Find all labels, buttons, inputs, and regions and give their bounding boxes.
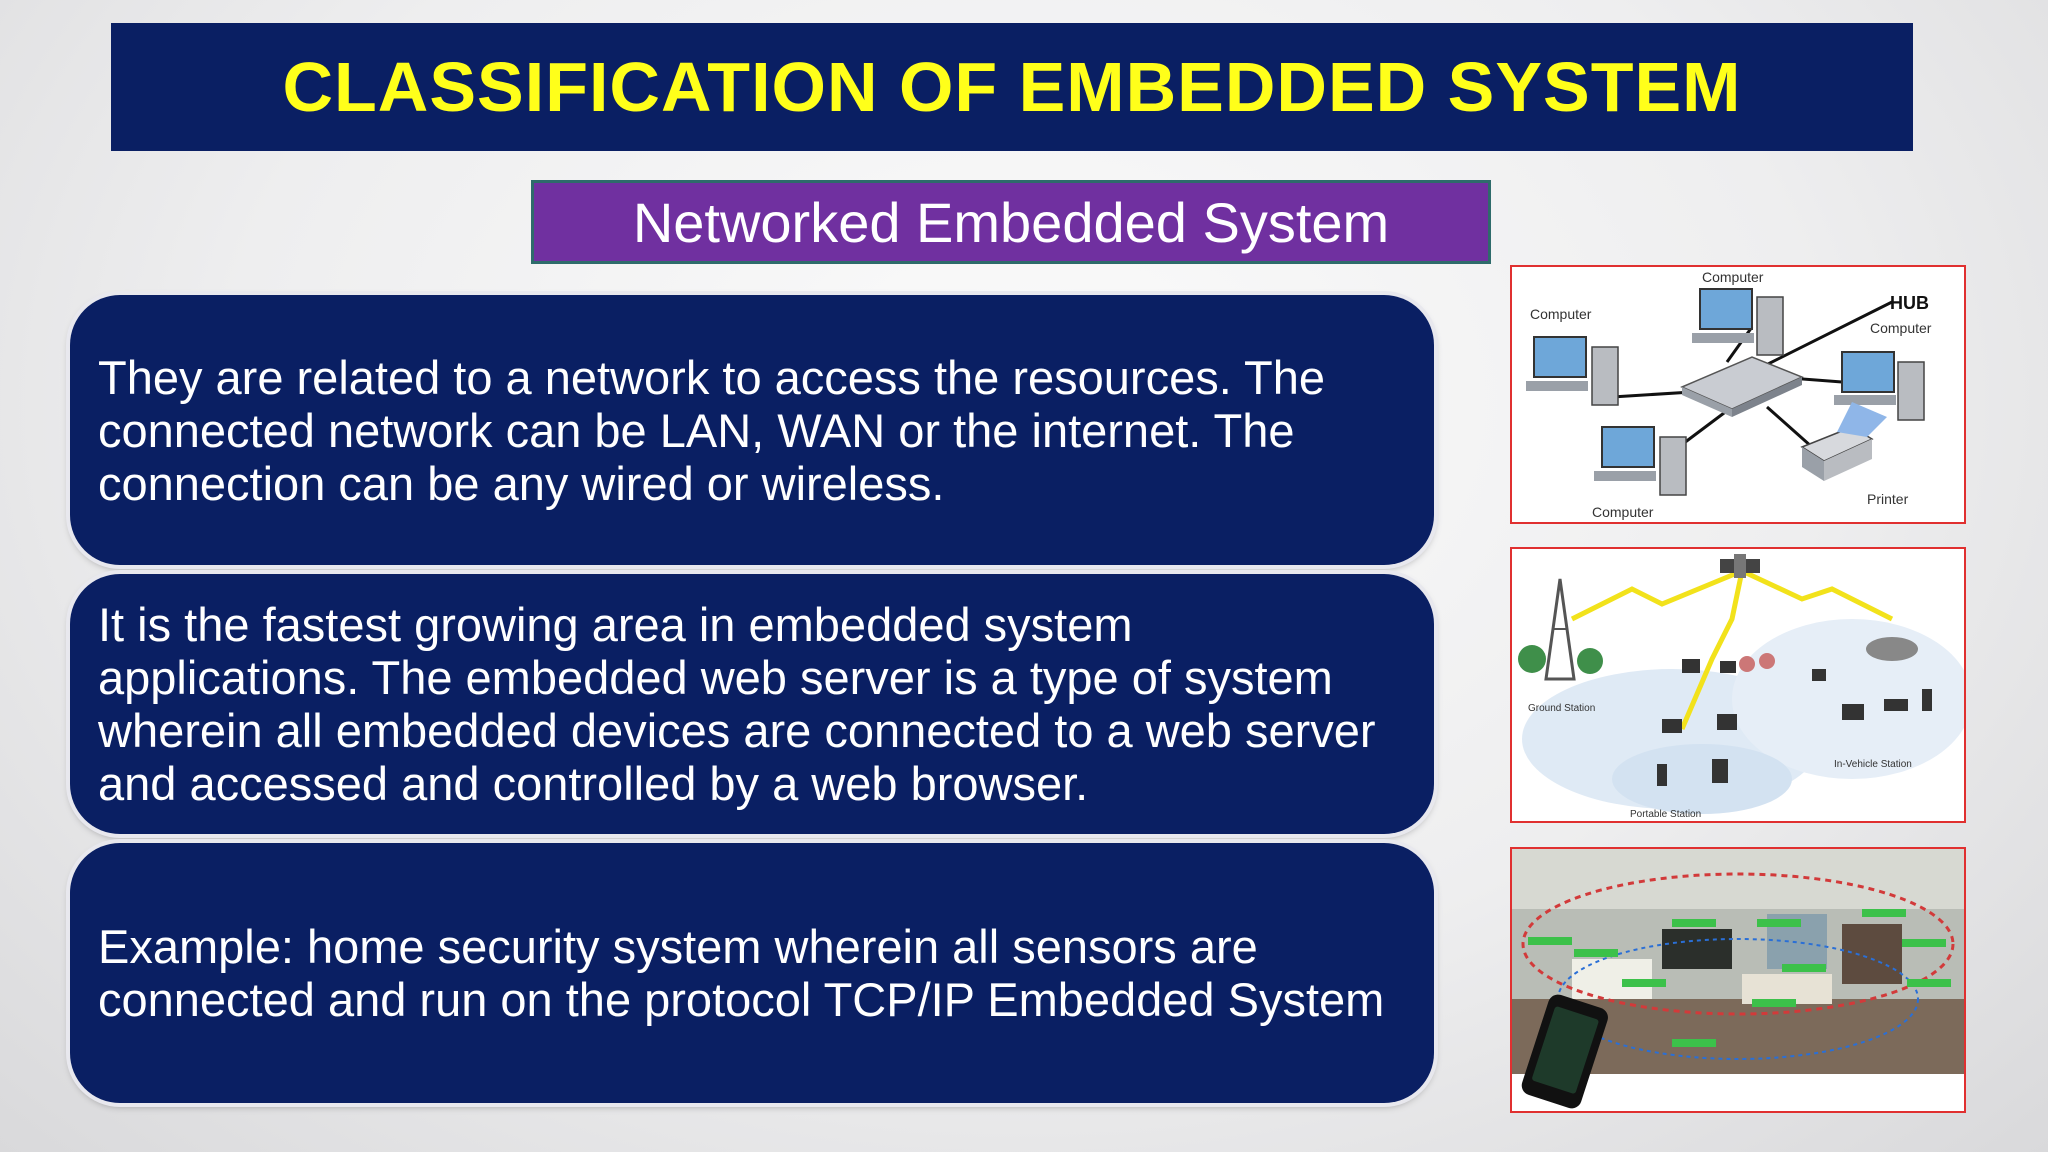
tower-icon [1518, 578, 1603, 681]
lan-hub-diagram: Computer Computer HUB Computer Computer … [1510, 265, 1966, 524]
label-computer-right: Computer [1870, 320, 1932, 336]
label-printer: Printer [1867, 491, 1909, 507]
label-computer-left: Computer [1530, 306, 1592, 322]
label-computer-top: Computer [1702, 269, 1764, 285]
label-in-vehicle-station: In-Vehicle Station [1834, 759, 1912, 770]
text-card-example: Example: home security system wherein al… [70, 843, 1434, 1103]
subtitle-banner: Networked Embedded System [531, 180, 1491, 264]
smartphone-icon [1521, 994, 1608, 1109]
text-card-network: They are related to a network to access … [70, 295, 1434, 565]
smart-home-illustration [1510, 847, 1966, 1113]
label-hub: HUB [1890, 293, 1929, 313]
slide-subtitle: Networked Embedded System [632, 190, 1390, 254]
label-portable-station: Portable Station [1630, 809, 1701, 820]
wireless-network-diagram: Ground Station In-Vehicle Station Portab… [1510, 547, 1966, 823]
card-text-web-server: It is the fastest growing area in embedd… [98, 598, 1376, 810]
computer-icon [1692, 288, 1784, 356]
text-card-web-server: It is the fastest growing area in embedd… [70, 574, 1434, 834]
satellite-icon [1720, 554, 1760, 578]
card-text-example: Example: home security system wherein al… [98, 920, 1385, 1026]
label-ground-station: Ground Station [1528, 703, 1595, 714]
computer-icon [1834, 351, 1925, 421]
computer-icon [1526, 336, 1619, 406]
computer-icon [1594, 426, 1687, 496]
label-computer-bottom: Computer [1592, 504, 1654, 520]
printer-icon [1800, 402, 1887, 481]
slide-title: CLASSIFICATION OF EMBEDDED SYSTEM [282, 48, 1742, 126]
title-banner: CLASSIFICATION OF EMBEDDED SYSTEM [111, 23, 1913, 151]
card-text-network: They are related to a network to access … [98, 350, 1325, 510]
